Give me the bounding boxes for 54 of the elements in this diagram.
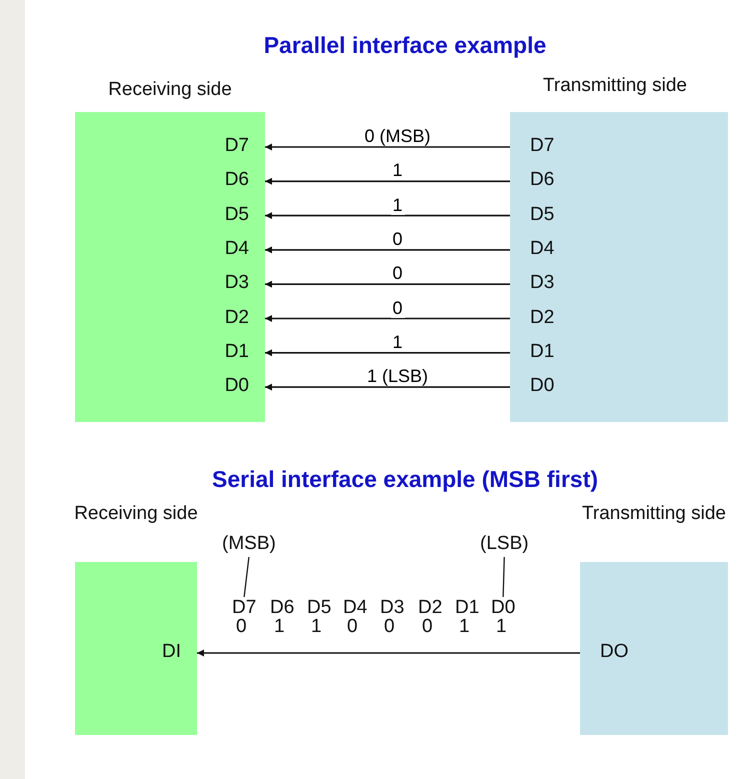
bit-label: (LSB)	[480, 533, 529, 555]
bit-label: D7	[232, 597, 256, 619]
bit-label: 0	[347, 616, 358, 638]
diagram-heading: Parallel interface example	[264, 32, 546, 59]
bit-label: 1	[274, 616, 285, 638]
signal-arrow	[265, 144, 510, 150]
pin-label: D1	[510, 340, 558, 363]
signal-arrow	[265, 315, 510, 322]
bit-label: 0	[384, 616, 395, 638]
bit-label: 1	[496, 616, 507, 638]
bit-label: 1	[459, 616, 470, 638]
pin-label: D6	[510, 169, 558, 192]
pin-label: D4	[510, 238, 558, 260]
pin-label: D0	[220, 375, 265, 398]
pin-label: D5	[220, 204, 265, 226]
bit-label: 1	[311, 616, 322, 638]
pin-label: D1	[220, 340, 265, 363]
pin-label: D7	[220, 135, 265, 157]
block-heading: Transmitting side	[581, 502, 727, 526]
pin-label: D0	[510, 375, 558, 398]
block-heading: Receiving side	[107, 78, 233, 102]
pin-label: DO	[580, 641, 632, 663]
bit-label: D6	[270, 597, 294, 618]
signal-arrow	[265, 384, 510, 391]
block-heading: Transmitting side	[542, 74, 688, 98]
pin-label: D2	[220, 306, 265, 328]
signal-arrow	[265, 280, 510, 288]
block-heading: Receiving side	[73, 502, 199, 526]
pin-label: D2	[510, 306, 558, 328]
bit-label: (MSB)	[222, 533, 276, 555]
diagram-heading: Serial interface example (MSB first)	[212, 466, 598, 493]
bit-label: D3	[380, 597, 404, 618]
signal-arrow	[197, 650, 580, 656]
pin-label: D5	[510, 204, 558, 226]
leader-line	[244, 556, 250, 598]
leader-line	[502, 556, 505, 598]
signal-arrow	[265, 246, 510, 254]
bit-label: D1	[455, 597, 480, 618]
signal-arrow	[265, 349, 510, 356]
edge-label: 0 (MSB)	[362, 126, 432, 146]
signal-arrow	[265, 178, 510, 185]
pin-label: D3	[510, 272, 558, 294]
pin-label: DI	[158, 641, 197, 663]
bit-label: D0	[491, 597, 516, 619]
bit-label: 0	[236, 616, 247, 638]
pin-label: D7	[510, 135, 558, 157]
bit-label: D2	[418, 597, 442, 618]
pin-label: D3	[220, 272, 265, 294]
pin-label: D4	[220, 238, 265, 260]
bit-label: 0	[422, 616, 433, 638]
signal-arrow	[265, 212, 510, 220]
pin-label: D6	[220, 169, 265, 192]
bit-label: D5	[307, 597, 332, 618]
bit-label: D4	[343, 597, 368, 618]
